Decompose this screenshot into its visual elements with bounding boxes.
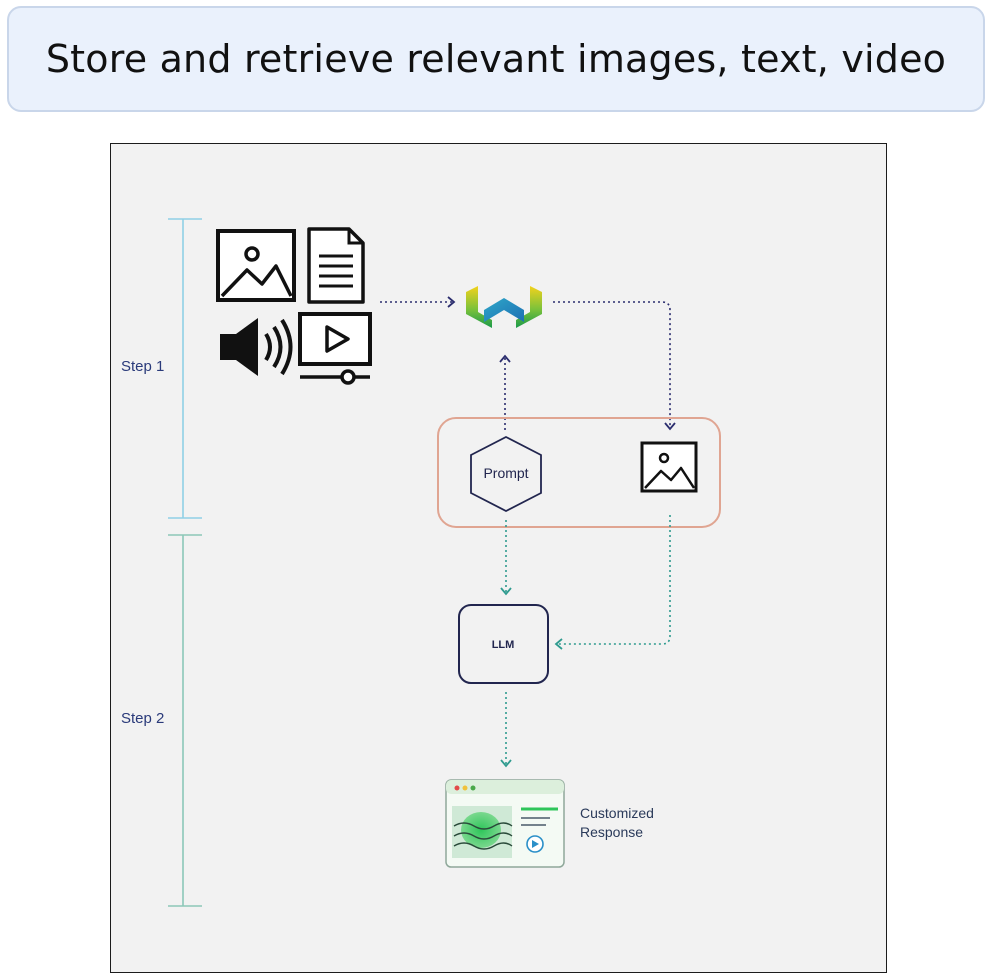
weaviate-logo (466, 286, 542, 328)
response-label-line2: Response (580, 824, 643, 840)
page-title: Store and retrieve relevant images, text… (45, 37, 947, 81)
step1-label: Step 1 (121, 358, 164, 375)
title-banner: Store and retrieve relevant images, text… (7, 6, 985, 112)
retrieved-image-icon (640, 441, 698, 493)
step2-label: Step 2 (121, 710, 164, 727)
prompt-hexagon (470, 435, 542, 513)
llm-node (458, 604, 549, 684)
document-icon (307, 227, 365, 304)
llm-label: LLM (492, 639, 515, 651)
image-icon (216, 229, 296, 302)
diagram-canvas: Step 1 Step 2 P (121, 218, 721, 907)
arrow-image-to-llm (554, 515, 671, 650)
video-player-icon (298, 312, 372, 385)
browser-response-icon (445, 779, 565, 868)
prompt-label: Prompt (483, 465, 528, 481)
retrieval-group (437, 417, 721, 528)
step2-bracket (168, 534, 202, 907)
step1-bracket (168, 218, 202, 519)
arrow-db-to-image (553, 301, 676, 431)
speaker-icon (220, 318, 293, 376)
response-label-line1: Customized (580, 805, 654, 821)
